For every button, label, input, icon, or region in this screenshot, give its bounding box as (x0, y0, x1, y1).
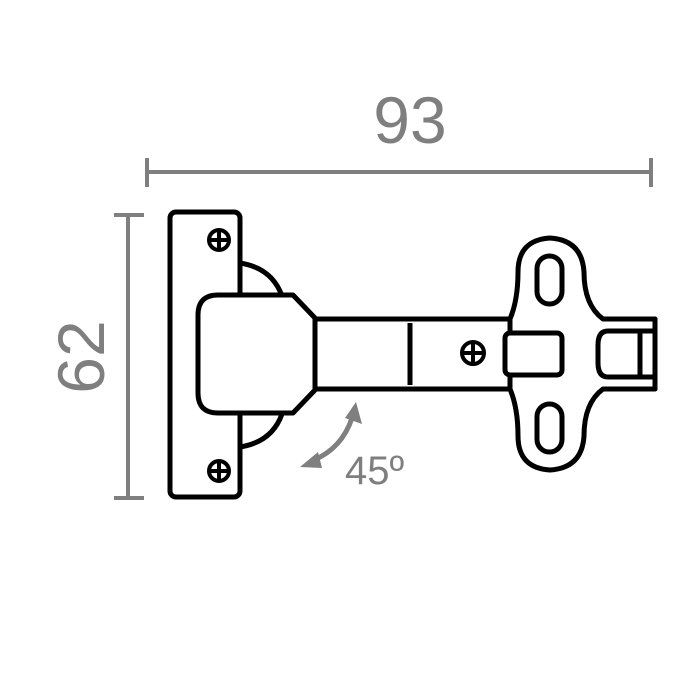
opening-angle-arrow-icon (300, 402, 362, 468)
screw-icon-top (207, 228, 231, 252)
width-dimension (145, 158, 653, 187)
cup-arc-bottom (239, 413, 285, 450)
opening-angle-label: 45º (345, 449, 404, 493)
baseplate-slot-upper (534, 253, 565, 307)
baseplate-rect-hole (502, 330, 565, 378)
baseplate-slot-lower (534, 401, 565, 455)
height-dimension (114, 213, 144, 500)
hinge-outline (167, 209, 658, 500)
screw-icon-bottom (207, 459, 231, 483)
cup-arc-top (239, 260, 285, 297)
width-dimension-label: 93 (373, 83, 446, 157)
height-dimension-label: 62 (44, 320, 118, 393)
screw-icon-arm (460, 340, 486, 366)
hinge-cup (195, 292, 318, 416)
screws (207, 228, 486, 483)
